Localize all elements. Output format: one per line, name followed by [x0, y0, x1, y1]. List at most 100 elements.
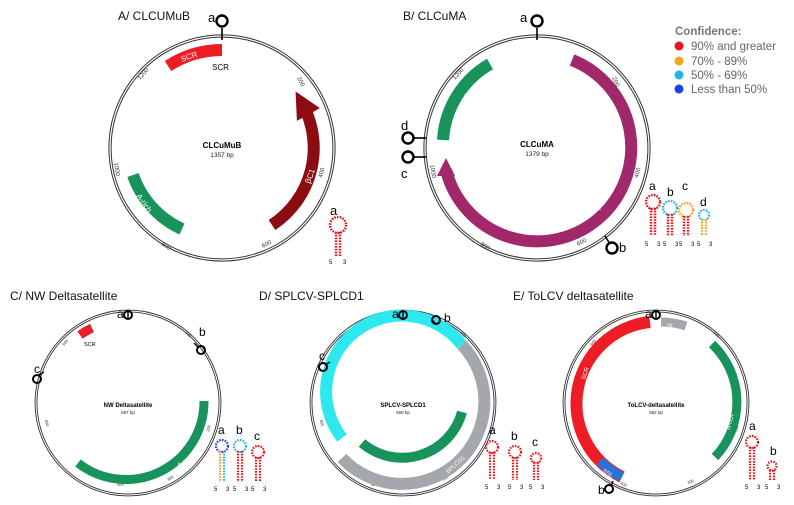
svg-text:3: 3 — [226, 487, 230, 493]
svg-text:5: 5 — [529, 485, 533, 491]
panel-e-sl-label: SL — [667, 324, 675, 330]
svg-text:5: 5 — [214, 487, 218, 493]
svg-text:3: 3 — [497, 485, 501, 491]
svg-text:a: a — [749, 419, 756, 433]
panel-b-tick-200: 200 — [610, 76, 620, 88]
svg-text:3: 3 — [675, 242, 679, 248]
legend-swatch-less50 — [674, 84, 684, 94]
svg-text:5: 5 — [679, 242, 683, 248]
panel-a-bc1-feature — [268, 91, 320, 231]
panel-d-tick-100: 100 — [459, 330, 468, 339]
svg-text:c: c — [319, 349, 325, 363]
panel-a-title: A/ CLCUMuB — [118, 9, 190, 23]
panel-a-tick-1000: 1000 — [112, 162, 120, 177]
panel-c-hairpin-a: a 5 3 — [214, 423, 230, 493]
svg-text:5: 5 — [765, 485, 769, 491]
svg-text:b: b — [199, 325, 206, 339]
svg-text:b: b — [236, 423, 243, 437]
panel-d-tick-500: 500 — [319, 419, 325, 427]
panel-c-tick-500: 500 — [44, 419, 50, 427]
panel-b-hairpin-d: d 5 3 — [697, 195, 713, 248]
panel-c-name: NW Deltasatellite — [104, 403, 153, 409]
panel-c-stemloop-b: b — [193, 325, 206, 355]
panel-d-arich-feature — [358, 410, 467, 463]
panel-c-tick-400: 400 — [117, 482, 124, 487]
panel-c-scr-label: SCR — [84, 342, 96, 348]
panel-e-tick-400: 400 — [620, 480, 629, 488]
panel-a-tick-800: 800 — [160, 242, 172, 253]
panel-c-tick-600: 600 — [61, 338, 70, 347]
panel-e-arich-label: A-rich — [726, 414, 736, 431]
panel-b-tick-600: 600 — [576, 237, 588, 247]
panel-b-arich-feature — [437, 58, 494, 141]
panel-e-tick-600: 600 — [589, 338, 598, 347]
svg-text:a: a — [330, 203, 338, 218]
panel-c-size: 687 bp — [121, 410, 135, 415]
svg-text:5: 5 — [745, 485, 749, 491]
svg-text:5: 5 — [251, 487, 255, 493]
svg-text:3: 3 — [657, 242, 661, 248]
panel-e-tick-100: 100 — [712, 330, 721, 339]
panel-a-scr-outer-label: SCR — [212, 63, 229, 72]
panel-e-scr-label: SCR — [581, 366, 591, 381]
panel-b-stemloop-d: d — [401, 118, 426, 145]
panel-d-splcd1-feature — [337, 340, 491, 490]
panel-a-tick-1200: 1200 — [137, 67, 151, 81]
panel-b-arep-arrowhead — [437, 158, 455, 176]
panel-c: C/ NW Deltasatellite NW Deltasatellite 6… — [10, 289, 267, 497]
svg-text:3: 3 — [343, 260, 347, 266]
svg-text:5: 5 — [508, 485, 512, 491]
legend-title: Confidence: — [675, 26, 741, 38]
panel-c-arich-feature — [75, 400, 209, 485]
legend-label-70: 70% - 89% — [691, 56, 747, 68]
panel-c-tick-200: 200 — [205, 424, 212, 432]
svg-text:a: a — [117, 307, 124, 321]
panel-d: D/ SPLCV-SPLCD1 SPLCV-SPLCD1 699 bp 100 … — [259, 289, 545, 497]
panel-d-size: 699 bp — [396, 410, 410, 415]
panel-a-stemloop-a-letter: a — [208, 10, 216, 25]
legend-swatch-70 — [674, 56, 684, 66]
panel-b-stemloop-b: b — [604, 235, 626, 255]
svg-text:5: 5 — [663, 242, 667, 248]
svg-text:b: b — [598, 483, 605, 497]
svg-text:b: b — [667, 185, 674, 199]
svg-text:c: c — [401, 166, 408, 181]
panel-d-arich-label: A-rich — [409, 459, 425, 468]
panel-e-scr-feature — [570, 316, 651, 483]
svg-text:5: 5 — [329, 260, 333, 266]
panel-a-tick-200: 200 — [295, 76, 305, 88]
svg-text:5: 5 — [233, 487, 237, 493]
panel-c-hairpin-b: b 5 3 — [232, 423, 249, 493]
svg-text:3: 3 — [691, 242, 695, 248]
svg-text:a: a — [218, 423, 225, 437]
svg-text:a: a — [392, 307, 399, 321]
panel-d-hairpin-a: a 5 3 — [484, 423, 501, 491]
panel-c-stemloop-c: c — [32, 362, 45, 384]
svg-text:3: 3 — [263, 487, 267, 493]
panel-d-hairpin-c: c 5 3 — [529, 435, 545, 491]
svg-text:5: 5 — [485, 485, 489, 491]
panel-e-name: ToLCV-deltasatellite — [628, 403, 686, 409]
panel-d-stemloop-c: c — [318, 349, 331, 372]
svg-text:a: a — [645, 307, 652, 321]
panel-b-stemloop-c: c — [401, 150, 426, 181]
svg-text:3: 3 — [541, 485, 545, 491]
panel-b-name: CLCuMA — [520, 140, 554, 149]
panel-c-arich-label: A-Rich — [177, 457, 196, 469]
svg-text:3: 3 — [777, 485, 781, 491]
svg-text:c: c — [682, 179, 688, 193]
panel-d-hairpin-b: b 5 3 — [507, 429, 524, 491]
panel-a-scr-feature — [164, 44, 223, 72]
panel-a-tick-600: 600 — [261, 239, 273, 249]
svg-text:b: b — [770, 444, 777, 458]
panel-b-tick-800: 800 — [479, 242, 491, 253]
svg-text:b: b — [444, 311, 451, 325]
svg-text:d: d — [401, 118, 408, 133]
legend: Confidence: 90% and greater 70% - 89% 50… — [674, 26, 776, 96]
panel-d-stemloop-a: a — [392, 307, 408, 321]
panel-a-arich-feature — [127, 172, 185, 235]
panel-e-arich-feature — [708, 340, 742, 461]
svg-text:b: b — [511, 429, 518, 443]
legend-label-50: 50% - 69% — [691, 70, 747, 82]
svg-text:3: 3 — [520, 485, 524, 491]
